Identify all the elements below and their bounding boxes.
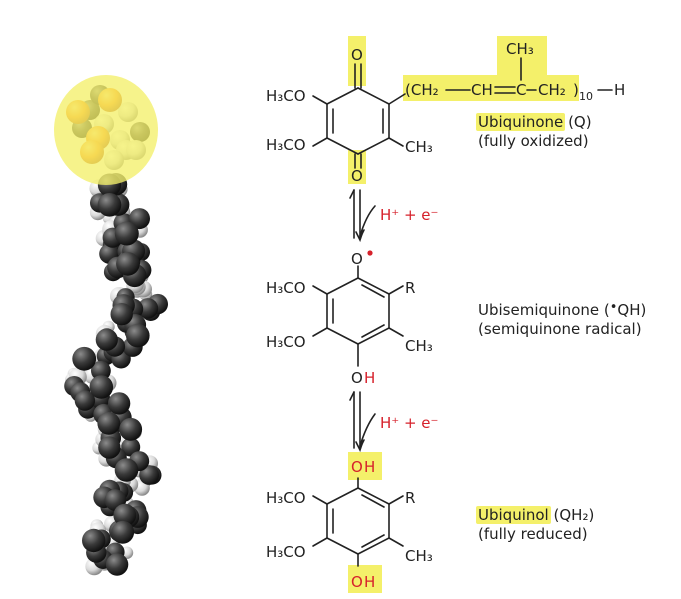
model-atom — [116, 252, 140, 276]
model-atom — [129, 208, 150, 230]
model-atom — [137, 298, 159, 319]
q-methoxy-bottom: H₃CO — [266, 136, 306, 154]
chain-terminal-h: H — [614, 81, 625, 99]
model-atom — [97, 193, 122, 217]
model-atom — [89, 375, 114, 399]
ubiquinone-formula: (Q) — [568, 113, 592, 131]
model-atom — [110, 303, 133, 326]
highlight-oh-bottom — [348, 565, 382, 593]
model-atom — [107, 392, 131, 415]
radical-dot — [367, 250, 373, 256]
model-atom — [139, 465, 160, 485]
ubiquinol-formula: (QH₂) — [553, 506, 595, 524]
model-atom — [95, 328, 118, 351]
ubisemiquinone-label: Ubisemiquinone (•QH) (semiquinone radica… — [478, 298, 646, 339]
qh-methoxy-top: H₃CO — [266, 279, 306, 297]
chain-ch2-left: (CH₂ — [405, 81, 439, 99]
model-atom — [114, 221, 139, 246]
qh2-hydroxyl-top-o: O — [351, 458, 363, 476]
q-oxygen-top: O — [351, 46, 363, 64]
ubiquinol-desc: (fully reduced) — [478, 525, 588, 543]
chain-c: C — [516, 81, 526, 99]
model-atom — [114, 458, 139, 482]
ubiquinone-label: Ubiquinone (Q) (fully oxidized) — [476, 113, 592, 151]
ubiquinol-label: Ubiquinol (QH₂) (fully reduced) — [476, 506, 595, 544]
model-atom — [82, 528, 106, 553]
qh-methoxy-bottom: H₃CO — [266, 333, 306, 351]
model-atom — [97, 412, 121, 435]
arrow-2-label: H⁺ + e⁻ — [380, 414, 438, 432]
qh-methyl: CH₃ — [405, 337, 433, 355]
model-atom — [91, 360, 111, 381]
q-methoxy-top: H₃CO — [266, 87, 306, 105]
qh2-hydroxyl-top-h: H — [364, 458, 375, 476]
space-filling-molecule-icon — [54, 75, 168, 576]
q-methyl: CH₃ — [405, 138, 433, 156]
qh-r-group: R — [405, 279, 415, 297]
model-atom — [74, 390, 96, 411]
model-atom — [111, 520, 135, 544]
ubisemiquinone-radical-dot: • — [609, 300, 618, 315]
ubiquinone-structure — [312, 57, 613, 169]
q-oxygen-bottom: O — [351, 167, 363, 185]
highlight-methyl-branch — [497, 36, 547, 82]
ubisemiquinone-name: Ubisemiquinone — [478, 301, 600, 319]
chain-repeat-count: 10 — [579, 90, 593, 103]
highlight-chain — [403, 75, 579, 101]
chain-ch2-right: CH₂ — [538, 81, 566, 99]
ubisemiquinone-structure — [312, 265, 404, 367]
ubiquinone-desc: (fully oxidized) — [478, 132, 589, 150]
model-atom — [98, 436, 121, 459]
equilibrium-arrow-1 — [349, 189, 376, 243]
chain-close-paren: ) — [573, 81, 579, 99]
qh2-methoxy-top: H₃CO — [266, 489, 306, 507]
qh2-hydroxyl-bottom-o: O — [351, 573, 363, 591]
ubiquinol-name: Ubiquinol — [476, 506, 551, 524]
model-atom — [105, 553, 129, 576]
model-atom — [119, 417, 143, 441]
model-atom — [72, 346, 97, 371]
qh2-hydroxyl-bottom-h: H — [364, 573, 375, 591]
ubisemiquinone-formula-pre: ( — [603, 301, 610, 319]
qh2-methyl: CH₃ — [405, 547, 433, 565]
chain-ch: CH — [471, 81, 493, 99]
equilibrium-arrow-2 — [349, 391, 376, 453]
ubisemiquinone-desc: (semiquinone radical) — [478, 320, 642, 338]
head-group-highlight — [54, 75, 158, 185]
model-atom — [126, 323, 150, 348]
qh-hydroxyl-o: O — [351, 369, 363, 387]
arrow-1-label: H⁺ + e⁻ — [380, 206, 438, 224]
ubisemiquinone-formula-post: QH) — [617, 301, 647, 319]
qh2-r-group: R — [405, 489, 415, 507]
highlight-oh-top — [348, 452, 382, 480]
qh-oxygen-radical: O — [351, 250, 363, 268]
ubiquinone-name: Ubiquinone — [476, 113, 566, 131]
chain-methyl: CH₃ — [506, 40, 534, 58]
qh2-methoxy-bottom: H₃CO — [266, 543, 306, 561]
ubiquinol-structure — [312, 477, 404, 567]
model-atom — [113, 503, 137, 527]
qh-hydroxyl-h: H — [364, 369, 375, 387]
